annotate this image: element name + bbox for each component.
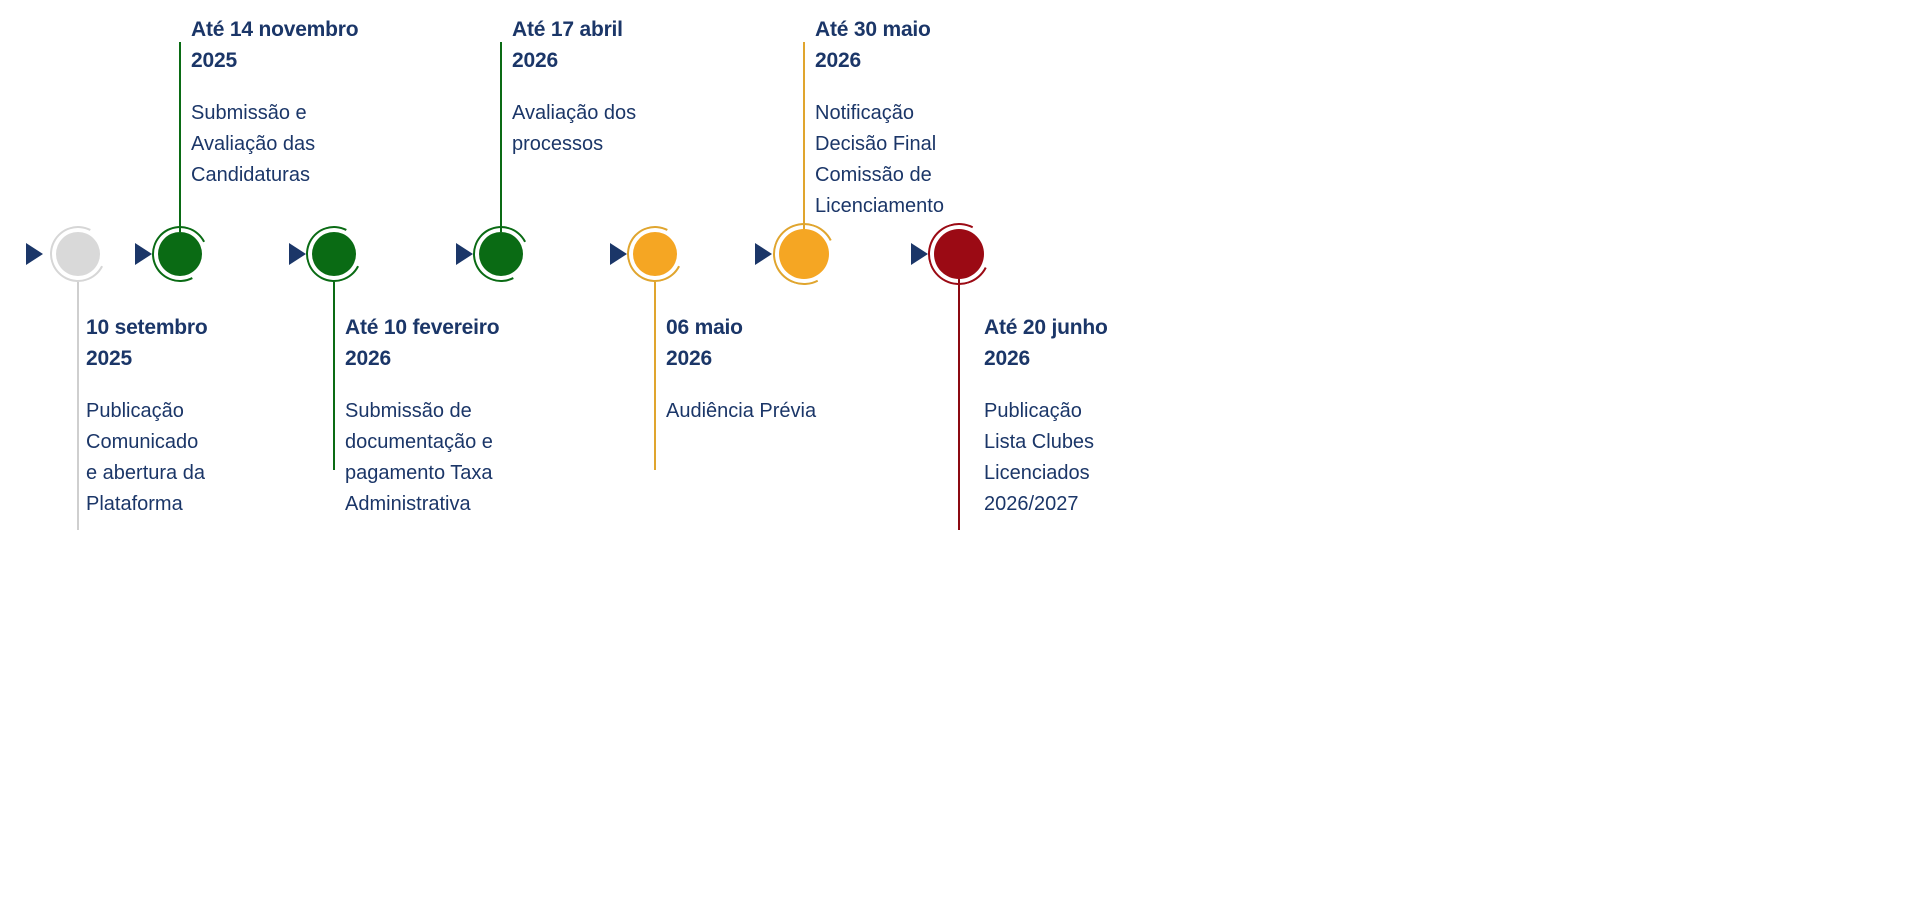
milestone-date-line2-m3: 2026 — [345, 347, 391, 370]
milestone-description-line: documentação e — [345, 431, 493, 453]
milestone-date-line2-m2: 2025 — [191, 49, 237, 72]
milestone-date-line2-m7: 2026 — [984, 347, 1030, 370]
milestone-description-line: Publicação — [984, 400, 1082, 422]
milestone-description-line: Licenciados — [984, 462, 1090, 484]
milestone-date-line2-m5: 2026 — [666, 347, 712, 370]
milestone-description-line: Plataforma — [86, 493, 183, 515]
milestone-date-line2-m6: 2026 — [815, 49, 861, 72]
milestone-date-line1-m6: Até 30 maio — [815, 18, 931, 41]
milestone-dot-m3[interactable] — [312, 232, 356, 276]
milestone-description-line: Licenciamento — [815, 195, 944, 217]
milestone-description-line: pagamento Taxa — [345, 462, 493, 484]
milestone-date-line1-m3: Até 10 fevereiro — [345, 316, 500, 339]
milestone-date-line1-m1: 10 setembro — [86, 316, 208, 339]
arrow-right-icon-m3 — [289, 243, 306, 265]
milestone-description-line: Avaliação das — [191, 133, 316, 155]
milestone-date-line1-m2: Até 14 novembro — [191, 18, 359, 41]
milestone-description-line: Submissão e — [191, 102, 307, 124]
arrow-right-icon-m6 — [755, 243, 772, 265]
connector-stem-m2 — [179, 42, 181, 232]
milestone-description-line: Publicação — [86, 400, 184, 422]
connector-stem-m1 — [77, 282, 79, 530]
milestone-description-line: Candidaturas — [191, 164, 310, 186]
arrow-right-icon-m7 — [911, 243, 928, 265]
milestone-description-m4: Avaliação dos processos — [512, 98, 636, 160]
milestone-description-line: Administrativa — [345, 493, 471, 515]
milestone-date-line2-m1: 2025 — [86, 347, 132, 370]
milestone-description-line: Comissão de — [815, 164, 932, 186]
milestone-description-line: Comunicado — [86, 431, 199, 453]
arrow-right-icon-m1 — [26, 243, 43, 265]
milestone-description-line: processos — [512, 133, 604, 155]
arrow-right-icon-m4 — [456, 243, 473, 265]
milestone-description-line: Avaliação dos — [512, 102, 637, 124]
milestone-description-line: 2026/2027 — [984, 493, 1079, 515]
milestone-dot-m1[interactable] — [56, 232, 100, 276]
milestone-description-line: Lista Clubes — [984, 431, 1095, 453]
milestone-dot-m6[interactable] — [779, 229, 829, 279]
arrow-right-icon-m5 — [610, 243, 627, 265]
milestone-dot-m5[interactable] — [633, 232, 677, 276]
connector-stem-m5 — [654, 282, 656, 470]
milestone-dot-m4[interactable] — [479, 232, 523, 276]
connector-stem-m3 — [333, 282, 335, 470]
milestone-dot-m2[interactable] — [158, 232, 202, 276]
milestone-dot-m7[interactable] — [934, 229, 984, 279]
milestone-description-line: Decisão Final — [815, 133, 937, 155]
milestone-description-m5: Audiência Prévia — [666, 396, 816, 427]
connector-stem-m4 — [500, 42, 502, 232]
milestone-description-line: Submissão de — [345, 400, 472, 422]
arrow-right-icon-m2 — [135, 243, 152, 265]
connector-stem-m6 — [803, 42, 805, 229]
milestone-date-line1-m4: Até 17 abril — [512, 18, 623, 41]
milestone-description-line: e abertura da — [86, 462, 205, 484]
milestone-date-line1-m5: 06 maio — [666, 316, 743, 339]
connector-stem-m7 — [958, 279, 960, 530]
milestone-description-m3: Submissão de documentação e pagamento Taxa… — [345, 396, 499, 520]
milestone-date-line1-m7: Até 20 junho — [984, 316, 1108, 339]
milestone-description-line: Notificação — [815, 102, 914, 124]
milestone-description-line: Audiência Prévia — [666, 400, 817, 422]
milestone-date-line2-m4: 2026 — [512, 49, 558, 72]
